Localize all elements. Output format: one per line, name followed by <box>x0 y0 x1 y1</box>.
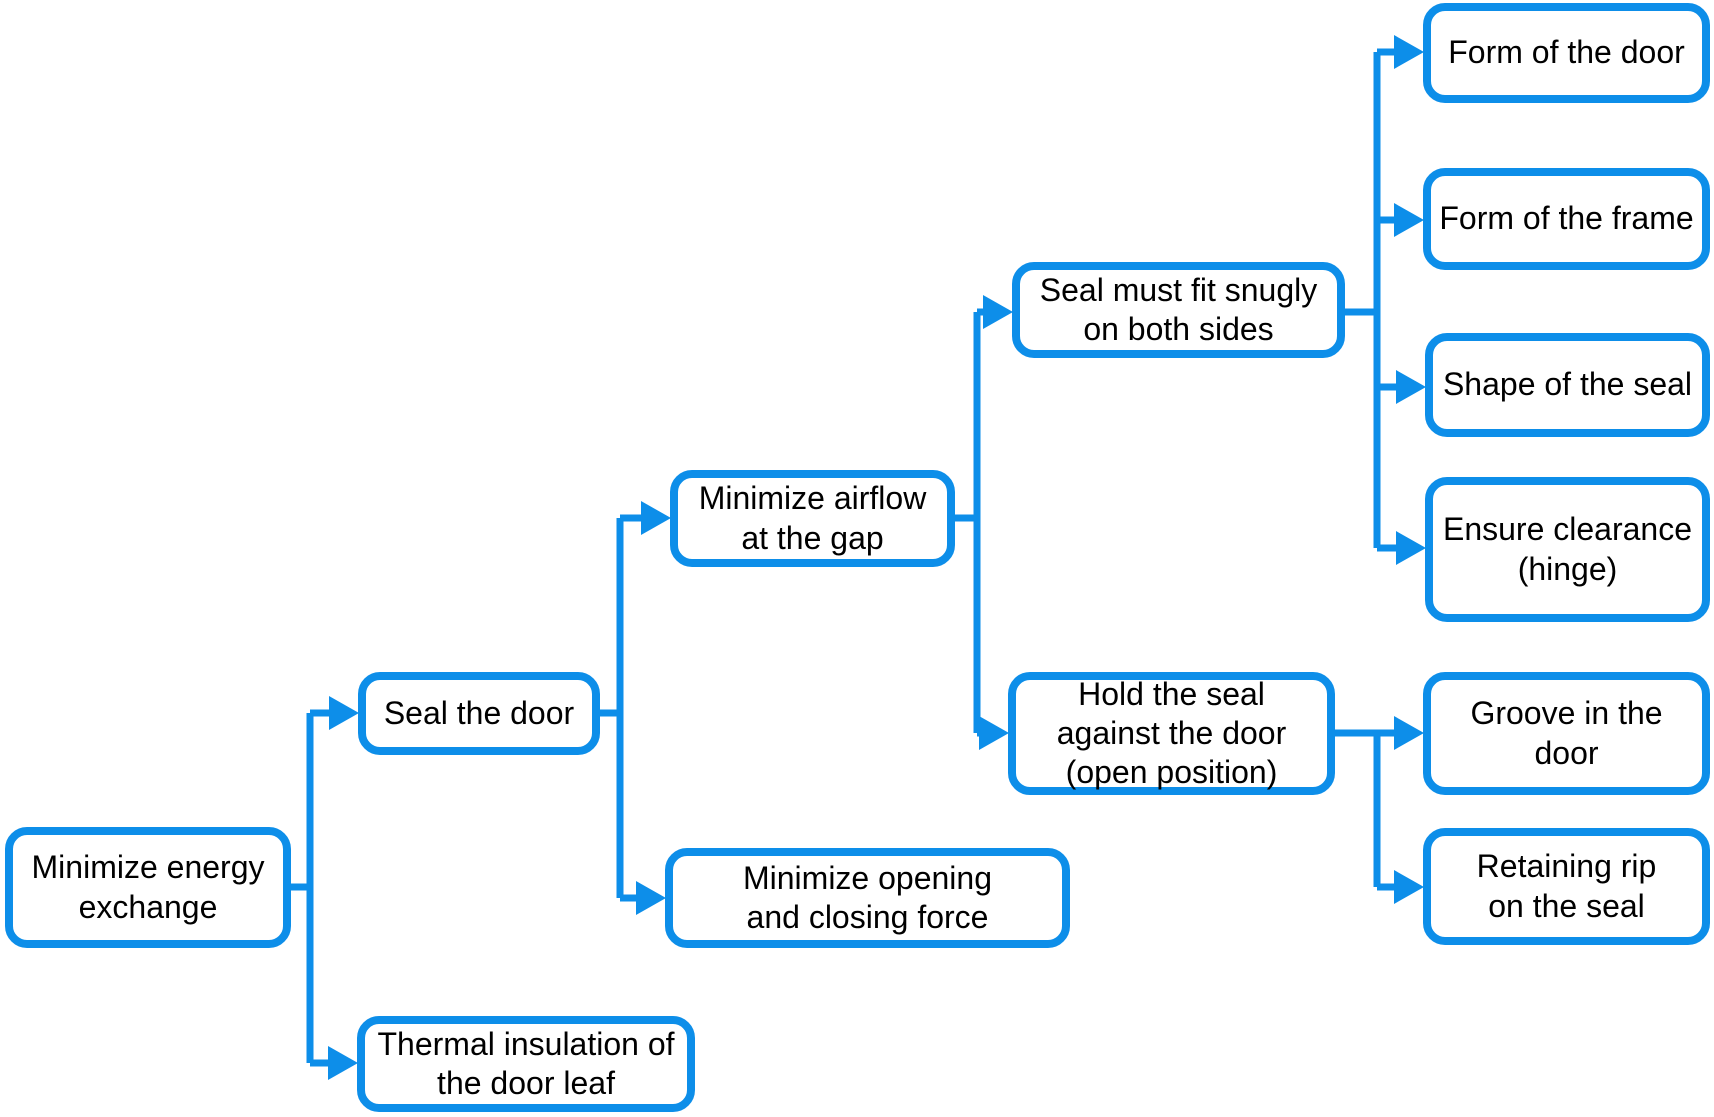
node-form-of-the-frame: Form of the frame <box>1423 168 1710 270</box>
node-label: Minimize opening and closing force <box>742 859 992 935</box>
arrowhead-icon <box>328 1046 358 1080</box>
node-label: Seal the door <box>383 694 575 731</box>
node-shape-of-the-seal: Shape of the seal <box>1425 333 1710 437</box>
edge-path <box>600 514 644 902</box>
node-minimize-energy-exchange: Minimize energy exchange <box>5 827 291 948</box>
node-label: Groove in the door <box>1470 695 1663 771</box>
arrowhead-icon <box>979 716 1009 750</box>
node-label: Ensure clearance (hinge) <box>1442 511 1693 587</box>
node-label: Hold the seal against the door (open pos… <box>1056 675 1287 791</box>
node-label: Shape of the seal <box>1442 366 1693 403</box>
node-label: Minimize energy exchange <box>31 849 265 925</box>
node-minimize-opening-and-closing-force: Minimize opening and closing force <box>665 848 1070 948</box>
node-label: Form of the frame <box>1439 200 1694 237</box>
node-ensure-clearance-hinge: Ensure clearance (hinge) <box>1425 477 1710 622</box>
node-form-of-the-door: Form of the door <box>1423 3 1710 103</box>
arrowhead-icon <box>1394 35 1424 69</box>
arrowhead-icon <box>1396 370 1426 404</box>
node-label: Seal must fit snugly on both sides <box>1039 271 1318 347</box>
node-label: Form of the door <box>1448 34 1685 71</box>
arrowhead-icon <box>329 696 359 730</box>
edge-path <box>955 308 986 737</box>
edge-path <box>291 709 332 1067</box>
arrowhead-icon <box>1396 531 1426 565</box>
node-groove-in-the-door: Groove in the door <box>1423 672 1710 795</box>
node-hold-the-seal-against-the-door: Hold the seal against the door (open pos… <box>1008 672 1335 795</box>
edge-path <box>1335 729 1397 891</box>
arrowhead-icon <box>636 881 666 915</box>
edge-path <box>1345 48 1399 552</box>
arrowhead-icon <box>641 501 671 535</box>
node-label: Minimize airflow at the gap <box>698 480 927 556</box>
arrowhead-icon <box>983 295 1013 329</box>
node-label: Thermal insulation of the door leaf <box>377 1025 675 1101</box>
arrowhead-icon <box>1394 716 1424 750</box>
arrowhead-icon <box>1394 203 1424 237</box>
node-thermal-insulation-of-the-door-leaf: Thermal insulation of the door leaf <box>357 1016 695 1112</box>
node-seal-must-fit-snugly-on-both-sides: Seal must fit snugly on both sides <box>1012 262 1345 358</box>
node-retaining-rip-on-the-seal: Retaining rip on the seal <box>1423 828 1710 945</box>
arrowhead-icon <box>1394 870 1424 904</box>
node-label: Retaining rip on the seal <box>1476 848 1657 924</box>
node-minimize-airflow-at-the-gap: Minimize airflow at the gap <box>670 470 955 567</box>
node-seal-the-door: Seal the door <box>358 672 600 755</box>
